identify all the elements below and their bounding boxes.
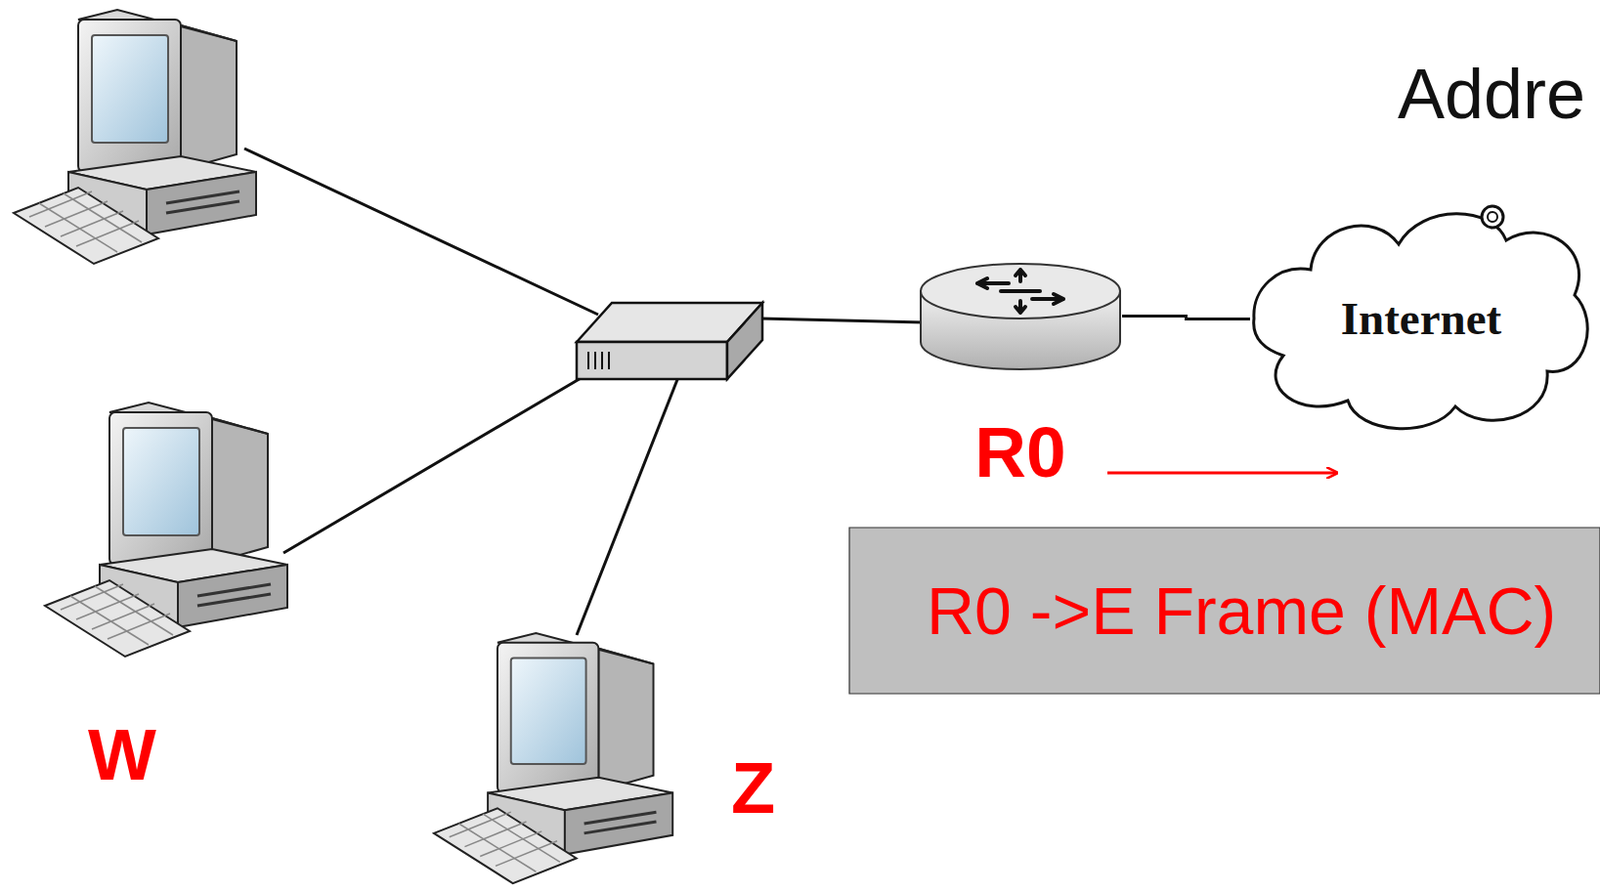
host-label: W — [87, 713, 157, 797]
node-text: Internet — [1340, 294, 1502, 346]
frame-box: R0 ->E Frame (MAC) — [849, 527, 1600, 694]
router-node: R0 — [918, 259, 1123, 373]
internet-cloud: Internet — [1250, 199, 1593, 439]
node-text: R0 — [918, 416, 1123, 488]
link-wire — [760, 318, 924, 323]
link-wire — [283, 377, 583, 554]
computer-icon — [13, 9, 257, 264]
title-fragment: Addre — [1397, 53, 1586, 134]
host-label: Z — [731, 746, 776, 830]
switch-icon — [576, 302, 763, 380]
computer-icon — [44, 402, 288, 657]
node-text: R0 ->E Frame (MAC) — [926, 574, 1557, 649]
router-outline — [918, 259, 1123, 373]
link-wire — [244, 148, 599, 315]
computer-icon — [433, 633, 673, 884]
network-link — [1122, 316, 1251, 320]
direction-arrow — [1107, 472, 1338, 476]
link-wire — [576, 377, 679, 636]
